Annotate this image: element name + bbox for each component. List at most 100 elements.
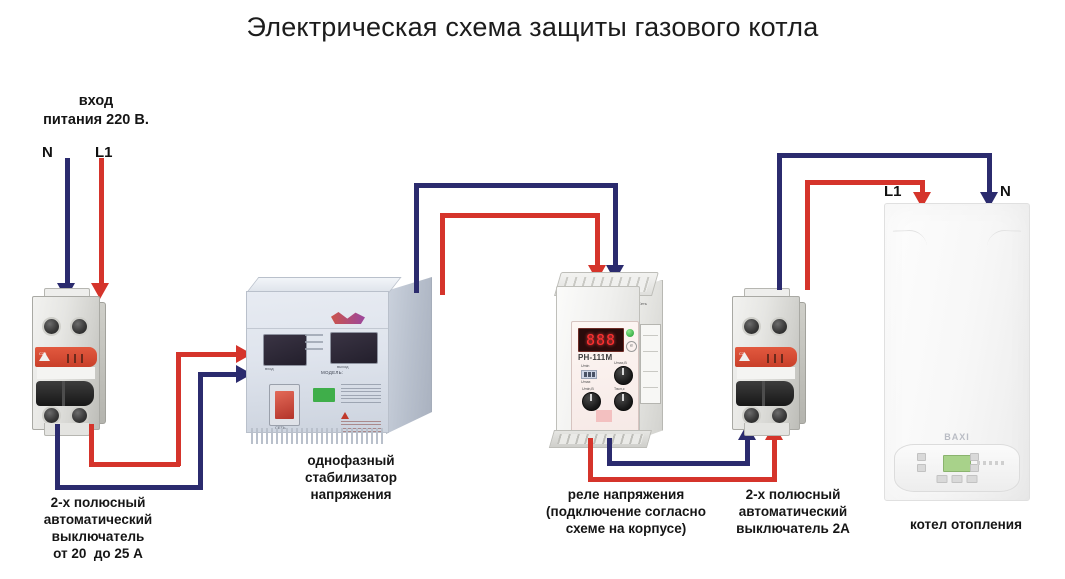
wire-relay-to-breaker-neutral-down <box>607 438 612 466</box>
breaker-right-white-bar <box>737 367 795 379</box>
wire-stab-to-relay-neutral-across <box>414 183 618 188</box>
breaker-left-terminal-bottom-l <box>72 408 87 423</box>
wire-relay-to-breaker-line-across <box>588 477 777 482</box>
wire-supply-line <box>99 158 104 288</box>
breaker-right-terminal-top-l <box>772 319 787 334</box>
boiler-lcd-display <box>943 455 971 472</box>
relay-caption: реле напряжения (подключение согласно сх… <box>518 486 734 537</box>
wire-supply-neutral <box>65 158 70 288</box>
boiler-button-3[interactable] <box>966 475 978 483</box>
power-input-line-2: питания 220 В. <box>43 112 149 128</box>
breaker-right-body: C2 <box>732 296 800 430</box>
stabilizer-display-caption-left: вход <box>265 366 274 371</box>
relay-knob-3-label: Tвкл,c <box>614 387 625 391</box>
stabilizer-caption-line-3: напряжения <box>310 487 392 502</box>
circuit-breaker-right[interactable]: C2 <box>732 288 806 436</box>
breaker-right-toggle-lever[interactable] <box>736 381 794 406</box>
wire-relay-to-breaker-line-down <box>588 438 593 482</box>
relay-wiring-diagram-label <box>640 324 661 404</box>
boiler-panel-marking <box>977 461 1005 465</box>
boiler-body: BAXI <box>884 203 1030 501</box>
stabilizer-green-label <box>313 388 335 402</box>
breaker-right-side <box>796 302 806 424</box>
wire-breaker-to-stab-line-down <box>89 424 94 466</box>
relay-caption-line-2: (подключение согласно <box>546 504 706 519</box>
voltage-stabilizer[interactable]: вход выход МОДЕЛЬ: СЕТЬ <box>246 277 432 444</box>
boiler-button-right-bottom[interactable] <box>970 464 979 472</box>
boiler-neutral-label: N <box>1000 183 1011 200</box>
boiler-button-right-top[interactable] <box>970 453 979 461</box>
breaker-left-toggle-lever[interactable] <box>36 381 94 406</box>
boiler-button-row[interactable] <box>936 475 978 483</box>
stabilizer-spec-text <box>341 384 381 406</box>
boiler-brand-label: BAXI <box>944 432 970 442</box>
breaker-right-caption-line-2: автоматический <box>738 504 848 519</box>
circuit-breaker-left[interactable]: C25 <box>32 288 106 436</box>
breaker-left-caption-line-2: автоматический <box>43 512 153 527</box>
wire-breaker-to-stab-neutral-down <box>55 424 60 490</box>
stabilizer-caption: однофазный стабилизатор напряжения <box>258 452 444 503</box>
relay-dip-switch[interactable] <box>581 370 597 379</box>
wire-stab-to-relay-line-down <box>595 213 600 271</box>
stabilizer-side-panel <box>386 277 432 434</box>
boiler-top-curve-left <box>892 229 928 250</box>
gas-boiler[interactable]: BAXI <box>884 203 1030 501</box>
stabilizer-power-switch[interactable] <box>269 384 300 426</box>
breaker-left-terminal-bottom-n <box>44 408 59 423</box>
boiler-button-left-top[interactable] <box>917 453 926 461</box>
boiler-button-2[interactable] <box>951 475 963 483</box>
page-title: Электрическая схема защиты газового котл… <box>246 12 819 42</box>
breaker-left-caption-line-3: выключатель <box>51 529 145 544</box>
breaker-left-side <box>96 302 106 424</box>
wire-relay-to-breaker-neutral-up <box>745 440 750 466</box>
relay-model-label: РН-111М <box>578 353 613 362</box>
stabilizer-caption-line-2: стабилизатор <box>304 470 398 485</box>
relay-knob-umax[interactable] <box>614 366 633 385</box>
relay-switch-label-bottom: Umax <box>581 380 591 384</box>
breaker-right-caption-line-3: выключатель 2А <box>736 521 850 536</box>
wire-breaker-to-boiler-neutral-down <box>987 153 992 203</box>
relay-knob-delay[interactable] <box>614 392 633 411</box>
relay-knob-1-label: Umax,B <box>614 361 627 365</box>
breaker-left-caption-line-4: от 20 до 25 А <box>53 546 143 561</box>
wire-stab-to-relay-neutral-up <box>414 183 419 293</box>
wire-stab-to-relay-line-across <box>440 213 600 218</box>
supply-line-label: L1 <box>95 144 113 161</box>
supply-neutral-label: N <box>42 144 53 161</box>
stabilizer-display-caption-right: выход <box>337 364 349 369</box>
relay-display: 888 <box>578 328 624 352</box>
stabilizer-caption-line-1: однофазный <box>307 453 395 468</box>
stabilizer-display-output <box>330 332 378 364</box>
relay-panel-marking <box>596 410 612 422</box>
stabilizer-model-text: МОДЕЛЬ: <box>321 370 344 375</box>
power-input-line-1: вход <box>78 93 114 109</box>
boiler-button-1[interactable] <box>936 475 948 483</box>
breaker-left-brand-band <box>35 347 97 367</box>
stabilizer-bottom-grille <box>251 428 384 444</box>
breaker-left-bottom-notch <box>44 423 90 436</box>
voltage-relay[interactable]: Сеть 888 e РН-111М Umin Umax Umax,B Umin… <box>548 272 664 448</box>
relay-knob-2-label: Umin,B <box>582 387 594 391</box>
breaker-left-terminal-top-n <box>44 319 59 334</box>
wire-breaker-to-boiler-neutral-up <box>777 153 782 290</box>
wire-breaker-to-stab-line-in <box>176 352 240 357</box>
breaker-right-terminal-bottom-l <box>772 408 787 423</box>
arrow-supply-line <box>91 283 109 299</box>
relay-knob-umin[interactable] <box>582 392 601 411</box>
breaker-right-bottom-notch <box>744 423 790 436</box>
breaker-right-brand-band <box>735 347 797 367</box>
wire-breaker-to-stab-neutral-up <box>198 372 203 490</box>
stabilizer-switch-label: СЕТЬ <box>275 425 286 430</box>
wire-breaker-to-stab-neutral-in <box>198 372 240 377</box>
wire-breaker-to-boiler-line-up <box>805 180 810 290</box>
breaker-left-white-bar <box>37 367 95 379</box>
relay-front-panel: 888 e РН-111М Umin Umax Umax,B Umin,B Tв… <box>571 321 639 433</box>
relay-bottom-terminal-comb <box>548 430 652 448</box>
boiler-control-panel[interactable] <box>894 444 1020 492</box>
relay-caption-line-1: реле напряжения <box>567 487 685 502</box>
stabilizer-brand-logo <box>331 312 365 324</box>
stabilizer-led-indicators <box>305 334 323 355</box>
boiler-button-left-bottom[interactable] <box>917 464 926 472</box>
breaker-right-caption: 2-х полюсный автоматический выключатель … <box>704 486 882 537</box>
